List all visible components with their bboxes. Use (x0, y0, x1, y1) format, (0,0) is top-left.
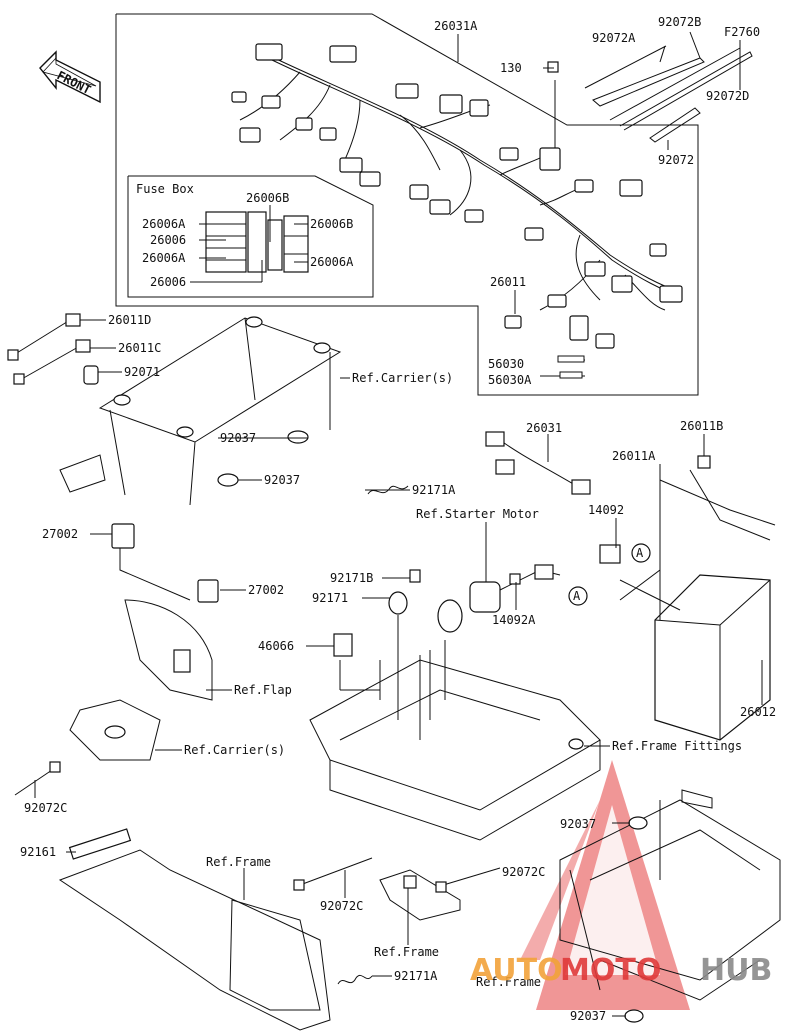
callout-56030A: 56030A (488, 373, 532, 387)
leader-lines-top (457, 31, 741, 379)
watermark-text: AUTO MOTO HUB (470, 953, 772, 988)
fuse-label-0: 26006A (142, 217, 186, 231)
fuse-label-4: 26006A (142, 251, 186, 265)
callout-27002-1: 27002 (42, 527, 78, 541)
fuse-box-title: Fuse Box (136, 182, 194, 196)
frame-bottom-mid (379, 867, 501, 945)
starter-motor-area (362, 522, 561, 633)
fuse-label-2: 26006A (310, 255, 354, 269)
relays-and-flap (90, 523, 353, 701)
callout-ref-carrier-mid: Ref.Carrier(s) (184, 743, 285, 757)
callout-56030: 56030 (488, 357, 524, 371)
callout-ref-frame-2: Ref.Frame (374, 945, 439, 959)
callout-92171: 92171 (312, 591, 348, 605)
callout-ref-carrier-top: Ref.Carrier(s) (352, 371, 453, 385)
harness-group-outline (115, 13, 699, 396)
callout-92171A-top: 92171A (412, 483, 456, 497)
callout-14092A: 14092A (492, 613, 536, 627)
callout-26011D: 26011D (108, 313, 151, 327)
callout-92161: 92161 (20, 845, 56, 859)
callout-26031: 26031 (526, 421, 562, 435)
watermark-hub: HUB (700, 953, 772, 988)
center-tray (155, 615, 610, 841)
callout-92037-1: 92037 (220, 431, 256, 445)
callout-92072: 92072 (658, 153, 694, 167)
sub-harness (365, 431, 591, 495)
callout-26011B: 26011B (680, 419, 723, 433)
callout-26011: 26011 (490, 275, 526, 289)
callout-F2760: F2760 (724, 25, 760, 39)
callout-92037-3: 92037 (560, 817, 596, 831)
callout-26011C: 26011C (118, 341, 161, 355)
callout-26031A: 26031A (434, 19, 478, 33)
watermark-auto: AUTO (470, 953, 563, 988)
connector-a-1: A (636, 546, 644, 560)
callout-ref-frame-fittings: Ref.Frame Fittings (612, 739, 742, 753)
callout-46066: 46066 (258, 639, 294, 653)
watermark-moto: MOTO (560, 953, 661, 988)
fuse-label-5: 26006B (310, 217, 353, 231)
leads-left (7, 313, 122, 385)
callout-130: 130 (500, 61, 522, 75)
battery-assembly: A A (568, 434, 776, 741)
main-wiring-harness (231, 43, 683, 349)
callout-labels: 26031A 130 92072A 92072B F2760 92072D 92… (20, 15, 776, 1023)
fuse-label-6: 26006 (150, 275, 186, 289)
band-set-top-right (547, 45, 753, 143)
callout-ref-frame-3: Ref.Frame (476, 975, 541, 989)
callout-ref-frame-1: Ref.Frame (206, 855, 271, 869)
carrier-frame-mid (14, 699, 161, 798)
front-arrow-icon: FRONT (39, 50, 101, 104)
carrier-frame-top (59, 316, 350, 506)
callout-92072C-left: 92072C (24, 801, 67, 815)
callout-92171B: 92171B (330, 571, 373, 585)
callout-92072C-mid: 92072C (320, 899, 363, 913)
callout-92071: 92071 (124, 365, 160, 379)
fuse-box-panel: Fuse Box 26006B 26006A 26006 26006A 2600… (127, 175, 374, 298)
callout-14092: 14092 (588, 503, 624, 517)
callout-ref-starter-motor: Ref.Starter Motor (416, 507, 539, 521)
callout-26011A: 26011A (612, 449, 656, 463)
callout-92072B: 92072B (658, 15, 701, 29)
callout-92171A-bottom: 92171A (394, 969, 438, 983)
callout-92072D: 92072D (706, 89, 749, 103)
fuse-label-1: 26006B (246, 191, 289, 205)
connector-a-2: A (573, 589, 581, 603)
callout-92072A: 92072A (592, 31, 636, 45)
frame-bottom-left (58, 828, 392, 1031)
callout-92037-2: 92037 (264, 473, 300, 487)
frame-bottom-right (559, 789, 781, 1023)
callout-26012: 26012 (740, 705, 776, 719)
fuse-label-3: 26006 (150, 233, 186, 247)
callout-92037-4: 92037 (570, 1009, 606, 1023)
callout-27002-2: 27002 (248, 583, 284, 597)
callout-92072C-right: 92072C (502, 865, 545, 879)
callout-ref-flap: Ref.Flap (234, 683, 292, 697)
